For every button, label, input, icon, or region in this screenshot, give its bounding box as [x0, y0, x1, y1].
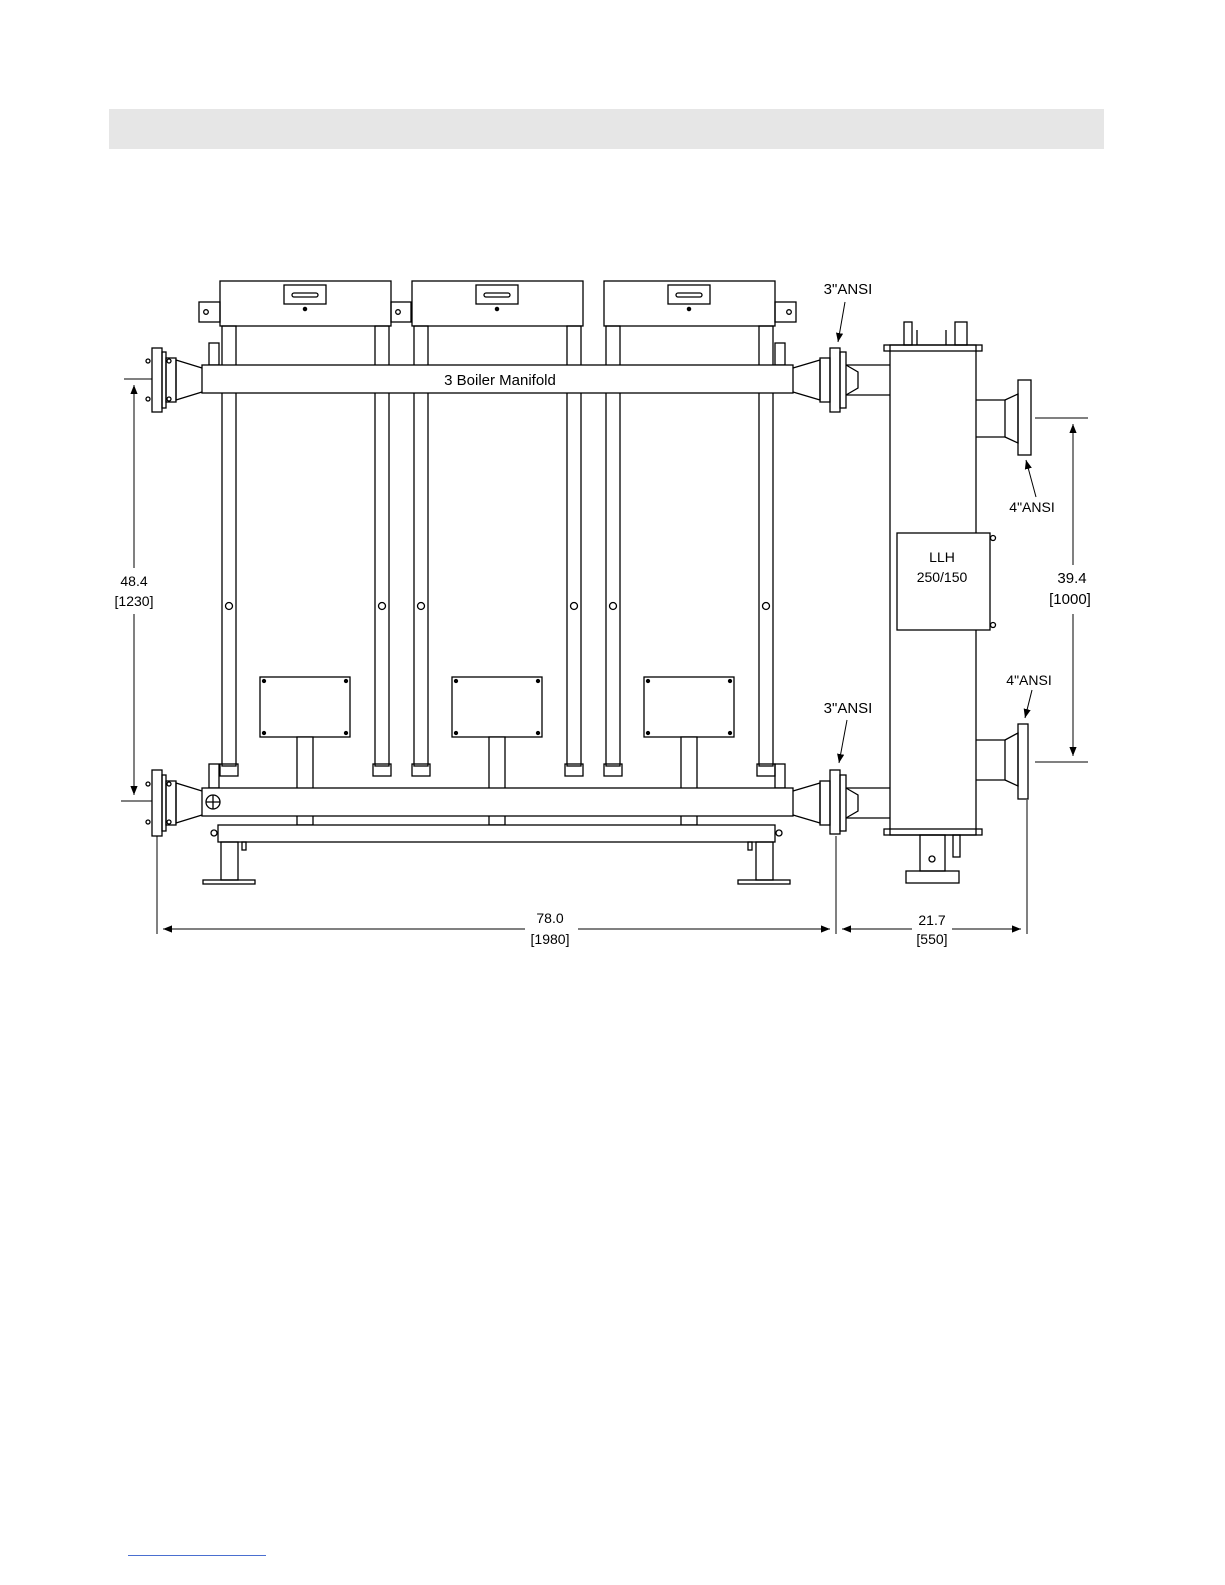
base-frame [203, 825, 790, 884]
low-loss-header [884, 322, 1031, 883]
footer-link-rule [128, 1555, 266, 1556]
dim-manifold-height-metric: [1230] [115, 593, 154, 609]
upper-system-flange-spec: 4"ANSI [1009, 499, 1054, 515]
dim-overall-width-metric: [1980] [531, 931, 570, 947]
separator-model-line2: 250/150 [917, 569, 968, 585]
top-flange-spec: 3"ANSI [824, 281, 873, 298]
dim-nozzle-spacing-metric: [1000] [1049, 591, 1091, 608]
dim-manifold-height-value: 48.4 [120, 573, 147, 589]
dim-overall-width-value: 78.0 [536, 910, 563, 926]
boiler-unit-1 [199, 281, 411, 825]
boiler-unit-3 [604, 281, 796, 825]
dim-nozzle-spacing-value: 39.4 [1057, 570, 1086, 587]
boiler-unit-2 [412, 281, 583, 825]
bottom-flange-spec: 3"ANSI [824, 700, 873, 717]
manifold-label: 3 Boiler Manifold [444, 372, 556, 389]
separator-model-line1: LLH [929, 549, 955, 565]
lower-system-flange-spec: 4"ANSI [1006, 672, 1051, 688]
dim-separator-depth-metric: [550] [916, 931, 947, 947]
dim-separator-depth-value: 21.7 [918, 912, 945, 928]
